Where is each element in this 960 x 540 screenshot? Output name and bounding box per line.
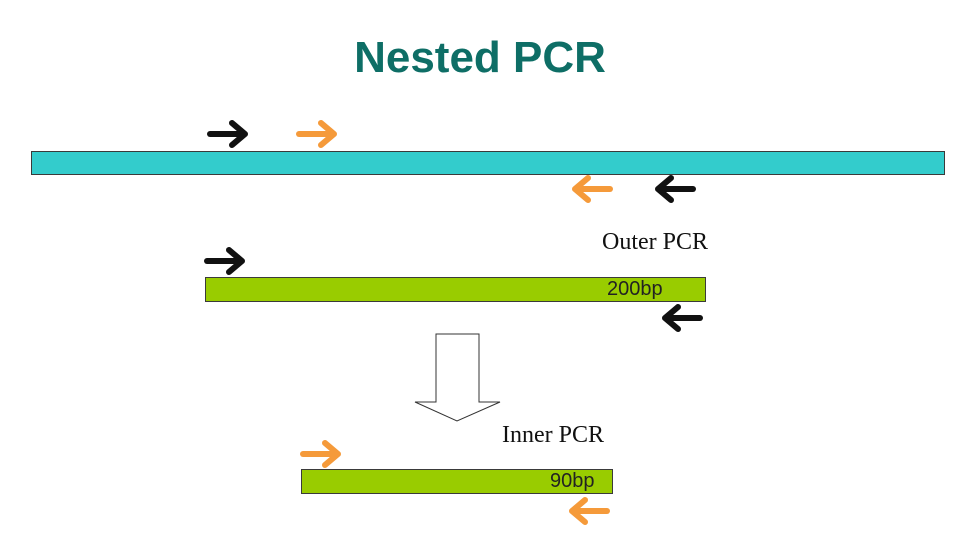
template-dna-strand bbox=[31, 151, 945, 175]
outer-reverse-primer-arrow-icon bbox=[658, 178, 693, 200]
transition-down-arrow-icon bbox=[414, 333, 501, 422]
inner-product-size: 90bp bbox=[550, 470, 595, 492]
inner-product-forward-primer-arrow-icon bbox=[303, 443, 338, 465]
outer-product-reverse-primer-arrow-icon bbox=[665, 307, 700, 329]
outer-product-forward-primer-arrow-icon bbox=[207, 250, 242, 272]
outer-forward-primer-arrow-icon bbox=[210, 123, 245, 145]
outer-pcr-label: Outer PCR bbox=[602, 229, 709, 255]
inner-forward-primer-arrow-icon bbox=[299, 123, 334, 145]
inner-pcr-product: 90bp bbox=[301, 469, 613, 494]
diagram-title: Nested PCR bbox=[354, 33, 606, 82]
outer-pcr-product: 200bp bbox=[205, 277, 706, 302]
inner-pcr-label: Inner PCR bbox=[502, 422, 604, 448]
outer-product-size: 200bp bbox=[607, 278, 663, 300]
inner-reverse-primer-arrow-icon bbox=[575, 178, 610, 200]
inner-product-reverse-primer-arrow-icon bbox=[572, 500, 607, 522]
